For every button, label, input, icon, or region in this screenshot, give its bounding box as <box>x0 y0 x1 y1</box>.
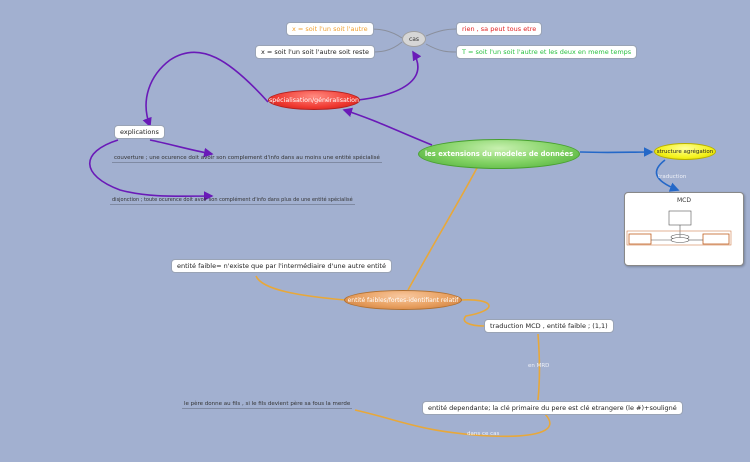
cas-node[interactable]: cas <box>402 31 426 47</box>
cas-item-left2[interactable]: x = soit l'un soit l'autre soit reste <box>255 45 375 60</box>
mcd-card[interactable]: MCD <box>624 192 744 266</box>
couverture-note[interactable]: couverture ; une ocurence doit avoir son… <box>112 154 382 163</box>
pere-note[interactable]: le père donne au fils , si le fils devie… <box>182 400 353 409</box>
mcd-title: MCD <box>677 197 691 204</box>
disjonction-note[interactable]: disjonction ; toute ocurence doit avoir … <box>110 196 355 205</box>
explications-node[interactable]: explications <box>114 125 165 140</box>
dans-ce-cas-label: dans ce cas <box>467 431 500 437</box>
link-structure-mcd <box>655 159 680 192</box>
link-traduction-dependante <box>537 333 541 401</box>
central-label: les extensions du modeles de données <box>424 150 574 158</box>
couverture-text: couverture ; une ocurence doit avoir son… <box>114 155 380 161</box>
link-explications-disjonction <box>89 139 214 201</box>
cas-item-right1[interactable]: rien , sa peut tous etre <box>456 22 543 37</box>
specialisation-node[interactable]: spécialisation/généralisation <box>268 90 360 110</box>
entite-faible-node[interactable]: entité faible= n'existe que par l'interm… <box>171 259 392 274</box>
link-dependante-pere <box>354 409 551 438</box>
structure-node[interactable]: structure agrégation <box>654 143 716 160</box>
traduction-link-label: traduction <box>658 174 687 180</box>
link-cas-right2 <box>425 43 457 53</box>
link-faibles-entitefaible <box>255 275 346 301</box>
traduction-text: traduction MCD , entité faible ; (1,1) <box>490 322 608 330</box>
cas-item-left2-text: x = soit l'un soit l'autre soit reste <box>261 48 369 56</box>
cas-item-right1-text: rien , sa peut tous etre <box>462 25 537 33</box>
link-central-specialisation <box>342 107 433 146</box>
faibles-node[interactable]: entité faibles/fortes-identifiant relati… <box>344 290 462 310</box>
disjonction-text: disjonction ; toute ocurence doit avoir … <box>112 197 353 203</box>
link-cas-right1 <box>425 28 457 37</box>
cas-item-right2[interactable]: T = soit l'un soit l'autre et les deux e… <box>456 45 638 60</box>
link-specialisation-explications <box>142 51 269 128</box>
link-cas-left1 <box>369 28 403 39</box>
link-central-faibles <box>407 165 479 291</box>
traduction-node[interactable]: traduction MCD , entité faible ; (1,1) <box>484 319 614 334</box>
link-explications-couverture <box>149 139 214 158</box>
explications-label: explications <box>120 128 159 136</box>
dependante-text: entité dependante; la clé primaire du pe… <box>428 404 677 412</box>
structure-label: structure agrégation <box>656 148 714 155</box>
cas-item-left1-text: x = soit l'un soit l'autre <box>292 25 368 33</box>
cas-item-left1[interactable]: x = soit l'un soit l'autre <box>286 22 374 37</box>
faibles-label: entité faibles/fortes-identifiant relati… <box>347 296 459 304</box>
central-node[interactable]: les extensions du modeles de données <box>418 139 580 169</box>
mcd-sketch <box>626 210 732 246</box>
link-faibles-traduction <box>459 299 490 327</box>
en-mrd-label: en MRD <box>528 363 550 369</box>
link-specialisation-cas <box>357 50 422 101</box>
pere-text: le père donne au fils , si le fils devie… <box>184 401 351 407</box>
cas-label: cas <box>408 35 420 43</box>
dependante-node[interactable]: entité dependante; la clé primaire du pe… <box>422 401 683 416</box>
entite-faible-text: entité faible= n'existe que par l'interm… <box>177 262 386 270</box>
cas-item-right2-text: T = soit l'un soit l'autre et les deux e… <box>462 48 632 56</box>
specialisation-label: spécialisation/généralisation <box>269 96 359 104</box>
